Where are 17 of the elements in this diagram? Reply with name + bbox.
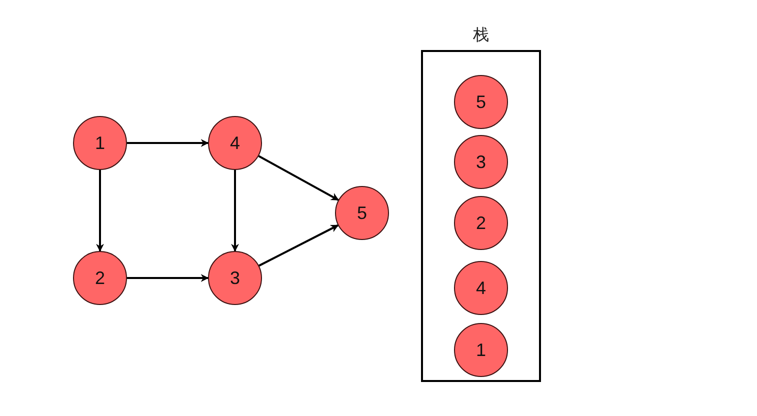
vertex-circle: 2 xyxy=(73,251,127,305)
arrow xyxy=(231,170,239,252)
arrow xyxy=(127,139,209,147)
stack-label: 栈 xyxy=(473,25,489,46)
arrow xyxy=(258,224,339,267)
vertex-circle: 5 xyxy=(454,75,508,129)
vertex-circle: 3 xyxy=(208,251,262,305)
vertex-circle: 3 xyxy=(454,135,508,189)
vertex-circle: 5 xyxy=(335,186,389,240)
vertex-circle: 2 xyxy=(454,196,508,250)
vertex-circle: 1 xyxy=(73,116,127,170)
vertex-circle: 1 xyxy=(454,323,508,377)
arrow xyxy=(96,170,104,252)
vertex-circle: 4 xyxy=(208,116,262,170)
vertex-circle: 4 xyxy=(454,261,508,315)
arrow xyxy=(127,274,209,282)
arrow xyxy=(258,155,340,201)
